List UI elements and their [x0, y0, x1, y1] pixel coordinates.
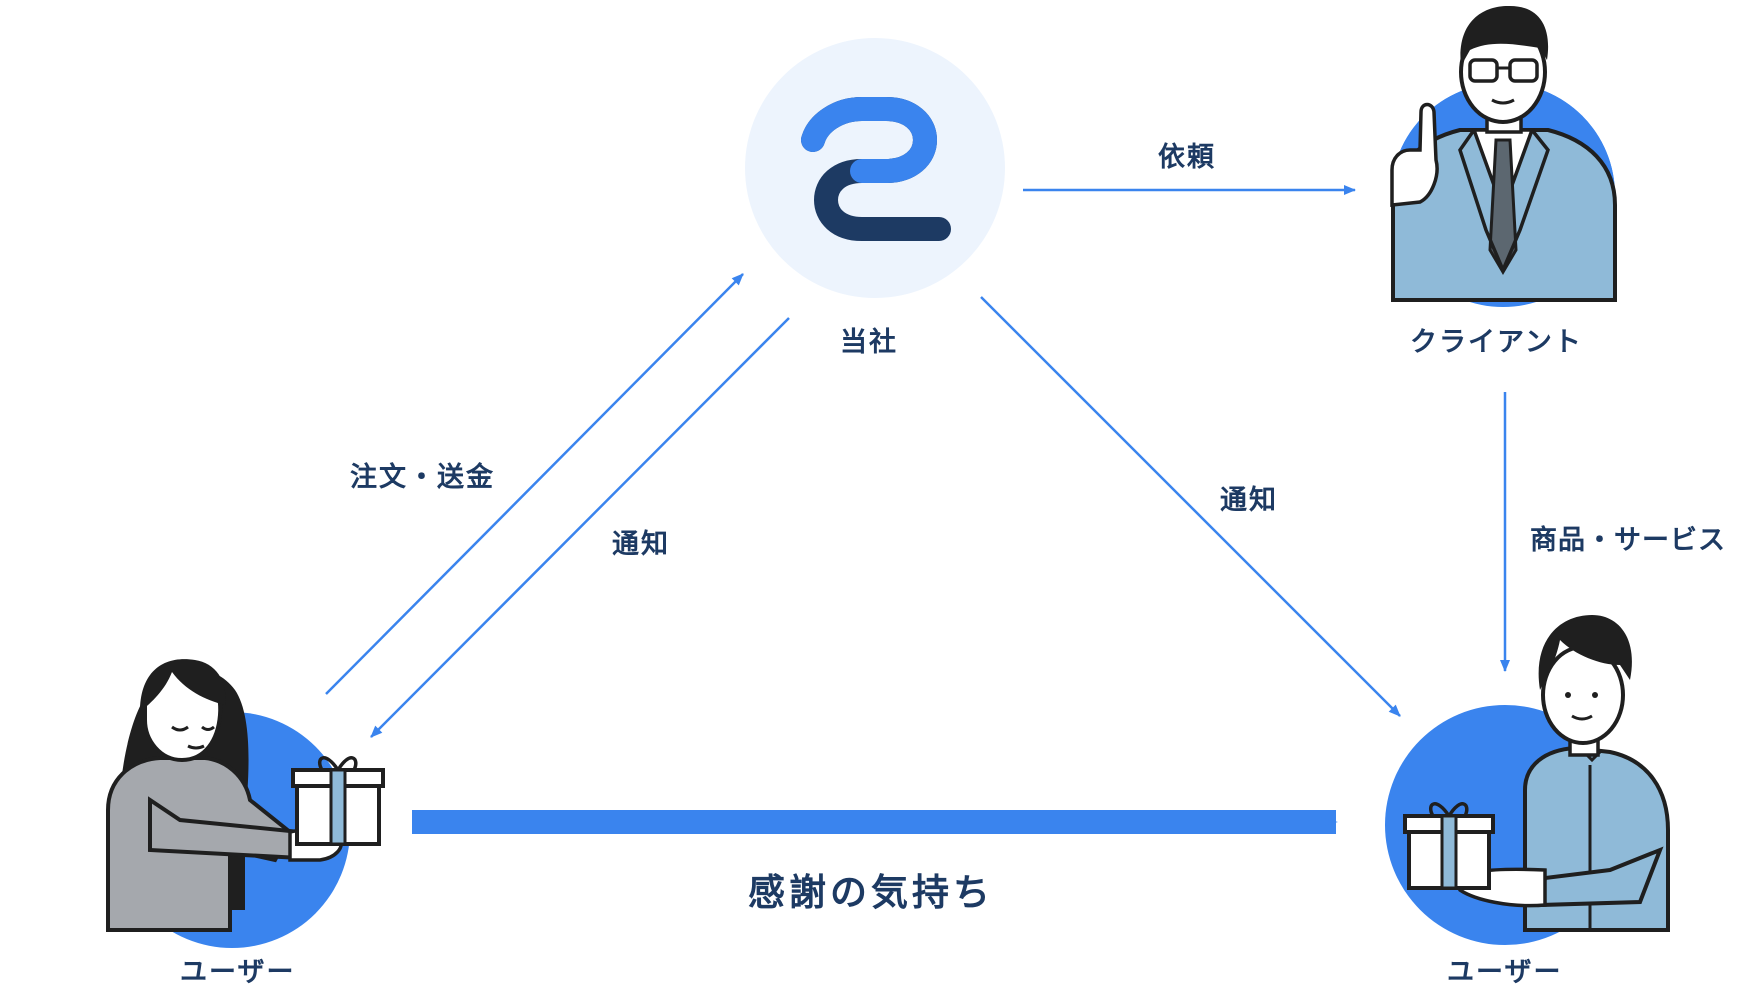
company-label: 当社 [840, 327, 898, 358]
user-right-label: ユーザー [1447, 957, 1563, 988]
user-left-label: ユーザー [180, 957, 296, 988]
client-illustration [1390, 5, 1617, 307]
user-right-illustration [1385, 615, 1670, 945]
arrow-notify-right [980, 296, 1401, 717]
edge-notify-right-label: 通知 [1220, 485, 1278, 516]
edge-order-payment-label: 注文・送金 [350, 462, 495, 493]
arrow-notify-left [370, 317, 790, 738]
edge-request-label: 依頼 [1158, 142, 1216, 173]
client-label: クライアント [1410, 327, 1583, 358]
gift-icon [1403, 802, 1495, 890]
user-left-illustration [106, 659, 385, 948]
company-logo [745, 38, 1005, 298]
arrow-order-payment [325, 273, 744, 695]
edge-gratitude-label: 感謝の気持ち [748, 871, 994, 914]
edge-product-service-label: 商品・サービス [1530, 525, 1726, 556]
gift-icon [291, 756, 385, 846]
edge-notify-left-label: 通知 [612, 529, 670, 560]
